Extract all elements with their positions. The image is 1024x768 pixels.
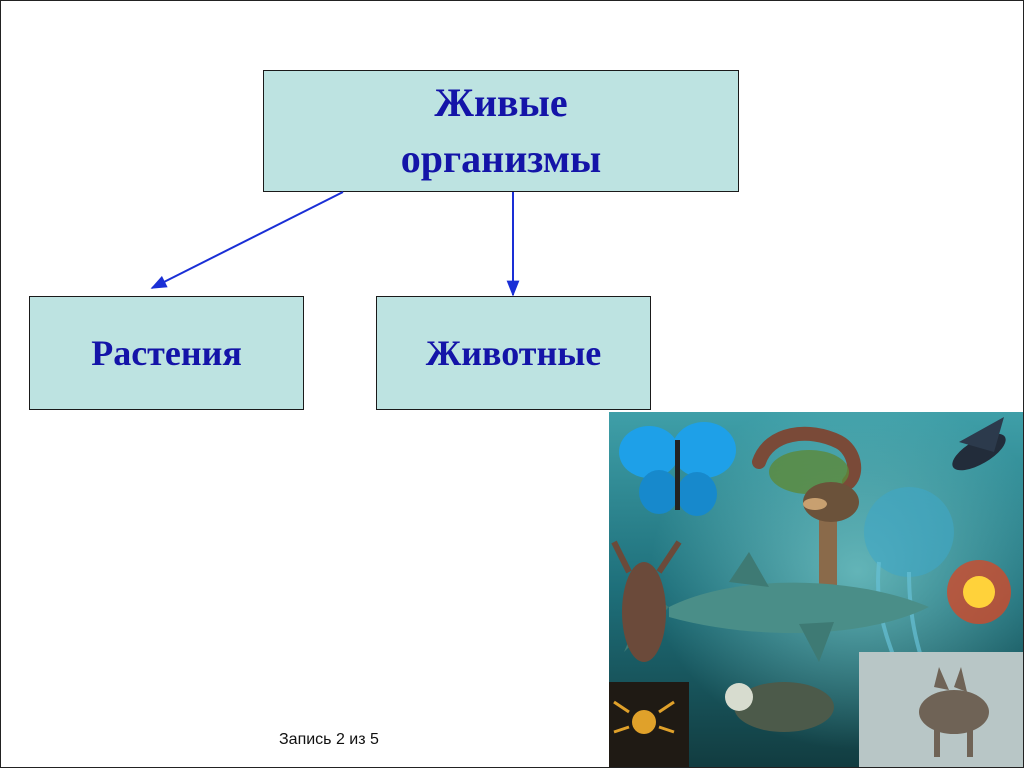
root-title-line2: организмы [400,136,602,181]
plants-label: Растения [91,333,242,373]
diagram-root-box: Живые организмы [263,70,739,192]
crayfish-icon [611,540,682,662]
arrow-to-plants [150,191,344,289]
sea-anemone-icon [947,560,1011,624]
wolf-icon [859,652,1023,767]
root-title-line1: Живые [434,80,568,125]
ostrich-icon [803,482,859,592]
slide-counter: Запись 2 из 5 [279,731,379,748]
spider-icon [609,682,689,767]
diagram-child-animals-box: Животные [376,296,651,410]
turtle-icon [725,682,834,732]
worm-icon [752,426,862,489]
animal-collage-image [609,412,1023,767]
animals-label: Животные [425,333,602,373]
flying-fish-icon [952,417,1006,471]
diagram-child-plants-box: Растения [29,296,304,410]
butterfly-icon [619,422,736,516]
